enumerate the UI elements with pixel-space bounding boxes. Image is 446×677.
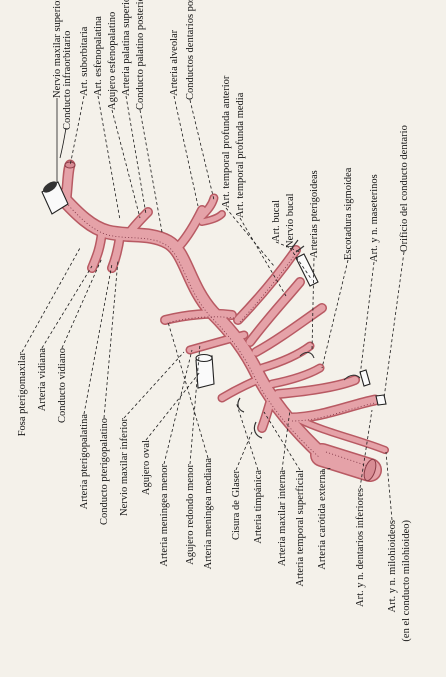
- labels-top: Nervio maxilar superior Conducto infraor…: [52, 0, 410, 262]
- label-arteria-meningea-mediana: Arteria meningea mediana: [203, 458, 214, 570]
- label-escotadura-sigmoidea: Escotadura sigmoidea: [343, 167, 354, 260]
- mandibular-nerve-top: [196, 355, 212, 362]
- labels-bottom: Fosa pterigomaxilar Arteria vidiana Cond…: [17, 348, 412, 642]
- label-arteria-meningea-menor: Arteria meningea menor: [159, 464, 170, 567]
- label-arteria-carotida-externa: Arteria carótida externa: [317, 470, 328, 570]
- label-arteria-vidiana: Arteria vidiana: [37, 348, 48, 412]
- label-conducto-pterigopalatino: Conducto pterigopalatino: [99, 418, 110, 525]
- label-agujero-oval: Agujero oval: [141, 440, 152, 495]
- label-art-temporal-profunda-anterior: Art. temporal profunda anterior: [221, 75, 232, 208]
- label-art-y-n-maseterinos: Art. y n. maseterinos: [369, 174, 380, 262]
- label-art-y-n-dentarios-inferiores: Art. y n. dentarios inferiores: [355, 488, 366, 607]
- label-conducto-vidiano: Conducto vidiano: [57, 348, 68, 423]
- label-arteria-temporal-superficial: Arteria temporal superficial: [295, 470, 306, 587]
- label-orificio-conducto-dentario: Orificio del conducto dentario: [399, 125, 410, 252]
- label-fosa-pterigomaxilar: Fosa pterigomaxilar: [17, 352, 28, 437]
- label-agujero-redondo-menor: Agujero redondo menor: [185, 463, 196, 564]
- masseteric-nerve: [360, 370, 370, 386]
- label-arteria-timpanica: Arteria timpánica: [253, 470, 264, 544]
- label-art-suborbitaria: Art. suborbitaria: [79, 26, 90, 96]
- suborbital-cut-end: [65, 162, 75, 168]
- label-cisura-de-glaser: Cisura de Glaser: [231, 470, 242, 540]
- label-conductos-dentarios-posteriores: Conductos dentarios posteriores: [185, 0, 196, 100]
- label-conducto-palatino-posterior: Conducto palatino posterior: [135, 0, 146, 110]
- label-art-y-n-milohioideos: Art. y n. milohioideos: [387, 520, 398, 612]
- label-art-bucal: Art. bucal: [271, 200, 282, 242]
- label-art-esfenopalatina: Art. esfenopalatina: [93, 16, 104, 96]
- label-conducto-infraorbitario: Conducto infraorbitario: [62, 31, 73, 130]
- label-agujero-esfenopalatino: Agujero esfenopalatino: [107, 12, 118, 110]
- label-arteria-alveolar: Arteria alveolar: [169, 29, 180, 96]
- label-arteria-pterigopalatina: Arteria pterigopalatina: [79, 414, 90, 510]
- label-arteria-maxilar-interna: Arteria maxilar interna: [277, 470, 288, 567]
- label-nervio-maxilar-inferior: Nervio maxilar inferior: [119, 418, 130, 516]
- label-arteria-palatina-superior: Arteria palatina superior: [121, 0, 132, 96]
- label-arterias-pterigoideas: Arterias pterigoideas: [309, 170, 320, 258]
- label-en-el-conducto-milohioideo: (en el conducto milohioideo): [401, 519, 412, 641]
- label-art-temporal-profunda-media: Art. temporal profunda media: [235, 92, 246, 218]
- label-nervio-bucal: Nervio bucal: [285, 193, 296, 248]
